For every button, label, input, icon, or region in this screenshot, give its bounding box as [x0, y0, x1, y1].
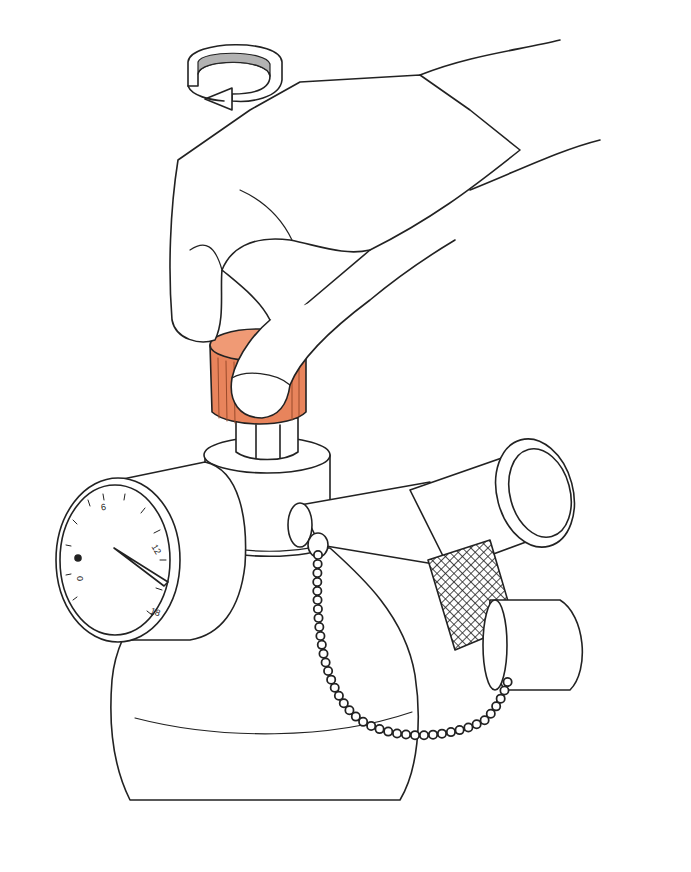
pressure-gauge — [56, 462, 246, 642]
gauge-scale-number: 0 — [76, 576, 85, 581]
hand — [170, 40, 600, 418]
chain — [317, 555, 510, 735]
outlet-fitting — [288, 430, 586, 690]
